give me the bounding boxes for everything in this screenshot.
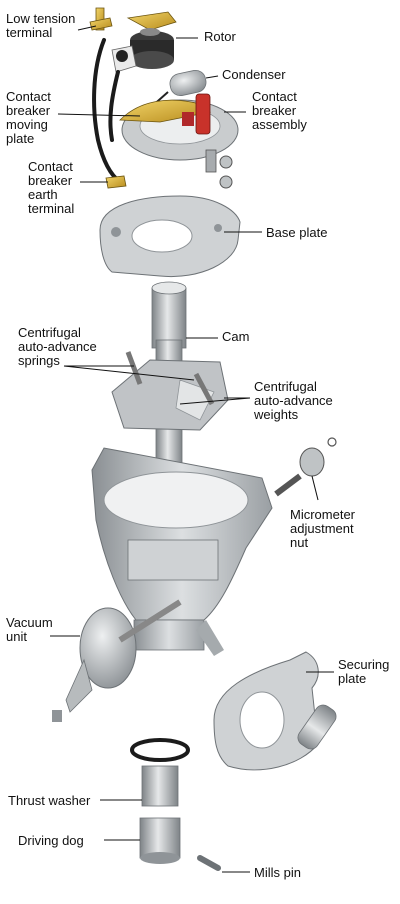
label-micrometer-adjustment-nut: Micrometer adjustment nut	[290, 507, 356, 550]
advance-mechanism	[111, 351, 229, 431]
low-tension-terminal-part	[89, 7, 137, 73]
leader-micrometer	[311, 475, 319, 501]
label-cam: Cam	[222, 329, 250, 344]
label-vacuum-unit: Vacuum unit	[6, 615, 53, 644]
driving-dog-part	[139, 817, 181, 864]
cables	[92, 38, 122, 184]
label-rotor: Rotor	[204, 29, 236, 44]
leader-low-tension	[77, 25, 97, 31]
label-condenser: Condenser	[222, 67, 286, 82]
securing-plate-part	[213, 651, 337, 771]
earth-terminal-part	[105, 175, 127, 189]
label-contact-breaker-moving-plate: Contact breaker moving plate	[6, 89, 51, 146]
leader-condenser	[205, 75, 219, 79]
leader-lines	[50, 25, 334, 873]
mills-pin-part	[197, 855, 221, 871]
micrometer-nut-part	[274, 437, 337, 497]
label-mills-pin: Mills pin	[254, 865, 301, 880]
vacuum-unit-part	[52, 599, 182, 722]
label-base-plate: Base plate	[266, 225, 328, 240]
thrust-washer-part	[130, 738, 190, 807]
contact-breaker-plate-part	[119, 93, 239, 189]
label-contact-breaker-assembly: Contact breaker assembly	[252, 89, 307, 132]
label-securing-plate: Securing plate	[338, 657, 390, 686]
distributor-housing	[91, 447, 273, 656]
label-contact-breaker-earth-terminal: Contact breaker earth terminal	[28, 159, 75, 216]
label-low-tension-terminal: Low tension terminal	[6, 11, 76, 40]
leader-weights-2	[179, 397, 251, 405]
rotor-part	[126, 11, 177, 69]
label-centrifugal-weights: Centrifugal auto-advance weights	[254, 379, 333, 422]
label-thrust-washer: Thrust washer	[8, 793, 91, 808]
label-centrifugal-springs: Centrifugal auto-advance springs	[18, 325, 97, 368]
label-driving-dog: Driving dog	[18, 833, 84, 848]
base-plate-part	[99, 195, 241, 278]
leader-springs-2	[63, 365, 195, 381]
leader-moving-plate	[57, 113, 141, 117]
